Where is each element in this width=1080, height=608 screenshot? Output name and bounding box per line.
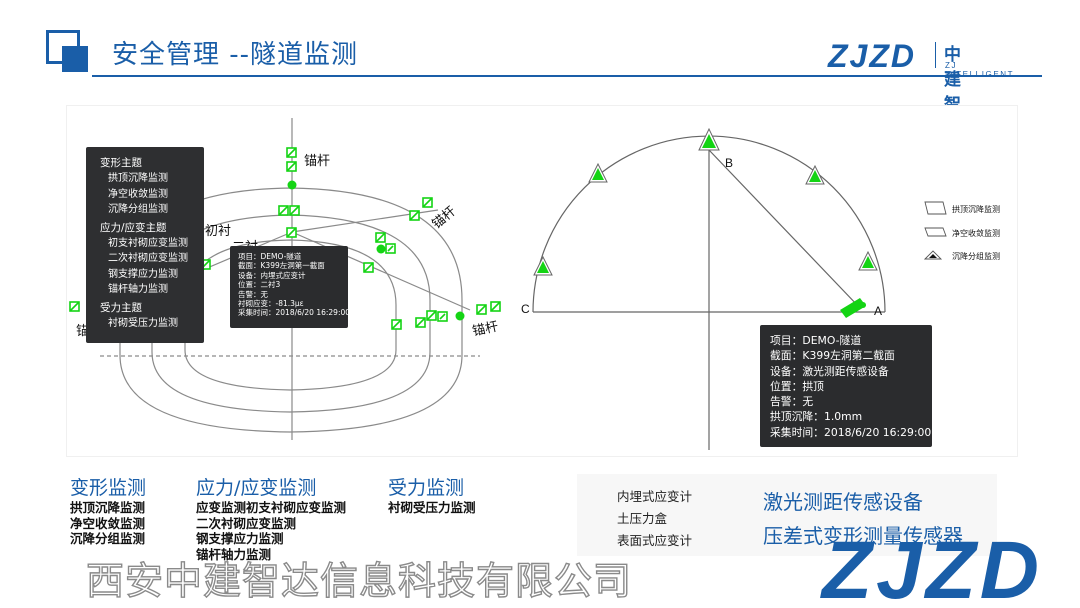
- menu-item-bolt-axial-force[interactable]: 锚杆轴力监测: [108, 284, 168, 295]
- category-item: 净空收敛监测: [70, 515, 146, 531]
- point-a-label: A: [874, 304, 883, 318]
- tooltip-section: 截面：K399左洞第一截面: [238, 261, 325, 271]
- category-title: 受力监测: [388, 477, 465, 499]
- category-item: 沉降分组监测: [70, 531, 146, 546]
- bolt-label-left: 锚: [76, 324, 90, 339]
- brand-latin: ZJZD: [828, 38, 916, 74]
- embedded-strain-gauge-markers: [69, 147, 501, 330]
- tooltip-value: 拱顶沉降：1.0mm: [770, 410, 863, 424]
- header-divider: [92, 75, 1042, 77]
- legend-earth-pressure-cell: 土压力盒: [617, 511, 668, 526]
- menu-item-secondary-lining-strain[interactable]: 二次衬砌应变监测: [108, 253, 188, 264]
- category-deformation: 变形监测 拱顶沉降监测 净空收敛监测 沉降分组监测: [70, 476, 146, 547]
- tooltip-time: 采集时间：2018/6/20 16:29:00: [770, 425, 932, 439]
- menu-item-steel-support-stress[interactable]: 钢支撑应力监测: [108, 268, 178, 280]
- earth-pressure-cell-markers: [287, 180, 465, 321]
- brand-en: ZJ INTELLIGENT: [945, 61, 1013, 79]
- point-c-label: C: [521, 302, 530, 316]
- legend-surface-strain-gauge: 表面式应变计: [617, 533, 693, 548]
- tooltip-position: 位置：二衬3: [238, 280, 281, 290]
- footer-brand-logo: ZJZD: [822, 525, 1043, 608]
- menu-group-stress-strain: 应力/应变主题: [100, 221, 167, 234]
- section-logo-icon: [46, 30, 90, 74]
- sensor-legend: 内埋式应变计 土压力盒 表面式应变计 激光测距传感设备 压差式变形测量传感器: [577, 474, 997, 556]
- tooltip-project: 项目：DEMO-隧道: [770, 334, 862, 347]
- tooltip-alarm: 告警：无: [238, 289, 268, 299]
- menu-item-group-settlement[interactable]: 沉降分组监测: [108, 204, 168, 215]
- category-item: 拱顶沉降监测: [70, 500, 146, 515]
- category-item: 钢支撑应力监测: [196, 531, 284, 546]
- company-name: 西安中建智达信息科技有限公司: [85, 558, 633, 603]
- legend-pressure-diff-sensor: 压差式变形测量传感器: [763, 524, 963, 548]
- category-title: 应力/应变监测: [196, 477, 317, 499]
- menu-item-primary-lining-strain[interactable]: 初支衬砌应变监测: [108, 237, 188, 249]
- monitoring-theme-menu: 变形主题 拱顶沉降监测 净空收敛监测 沉降分组监测 应力/应变主题 初支衬砌应变…: [86, 147, 204, 343]
- tooltip-device: 设备：激光测距传感设备: [770, 364, 889, 378]
- tooltip-device: 设备：内埋式应变计: [238, 270, 306, 280]
- sensor-tooltip-right: 项目：DEMO-隧道 截面：K399左洞第二截面 设备：激光测距传感设备 位置：…: [760, 325, 932, 447]
- bolt-label-top: 锚杆: [304, 154, 331, 169]
- tooltip-alarm: 告警：无: [770, 395, 814, 409]
- primary-lining-label: 初衬: [205, 224, 232, 239]
- category-item: 二次衬砌应变监测: [196, 515, 297, 531]
- tooltip-project: 项目：DEMO-隧道: [238, 252, 302, 261]
- right-legend-icons: [923, 201, 947, 260]
- right-legend-convergence: 净空收敛监测: [952, 229, 1000, 238]
- laser-ranging-device-marker: [840, 298, 866, 318]
- menu-item-vault-settlement[interactable]: 拱顶沉降监测: [108, 173, 168, 184]
- tooltip-section: 截面：K399左洞第二截面: [770, 349, 895, 363]
- menu-item-convergence[interactable]: 净空收敛监测: [108, 188, 168, 200]
- sensor-tooltip-left: 项目：DEMO-隧道 截面：K399左洞第一截面 设备：内埋式应变计 位置：二衬…: [230, 246, 351, 328]
- surface-strain-gauge-markers: [385, 243, 448, 322]
- menu-item-lining-pressure[interactable]: 衬砌受压力监测: [108, 317, 178, 329]
- right-legend-vault: 拱顶沉降监测: [952, 205, 1000, 214]
- brand-divider: [935, 42, 936, 68]
- menu-group-force: 受力主题: [100, 301, 142, 314]
- category-item: 锚杆轴力监测: [196, 546, 272, 562]
- point-b-label: B: [725, 156, 734, 170]
- menu-group-deformation: 变形主题: [100, 157, 142, 169]
- category-force: 受力监测 衬砌受压力监测: [388, 476, 476, 516]
- pressure-diff-sensor-markers: [533, 127, 878, 276]
- tooltip-value: 衬砌应变：-81.3με: [238, 299, 304, 309]
- legend-embedded-strain-gauge: 内埋式应变计: [617, 489, 693, 504]
- page-title: 安全管理 --隧道监测: [112, 40, 359, 70]
- category-item: 应变监测初支衬砌应变监测: [196, 500, 347, 515]
- tooltip-position: 位置：拱顶: [770, 379, 824, 393]
- category-item: 衬砌受压力监测: [388, 500, 476, 515]
- category-title: 变形监测: [70, 477, 147, 499]
- right-legend-group-settlement: 沉降分组监测: [952, 252, 1000, 261]
- tooltip-time: 采集时间：2018/6/20 16:29:00: [238, 308, 351, 318]
- category-stress-strain: 应力/应变监测 应变监测初支衬砌应变监测 二次衬砌应变监测 钢支撑应力监测 锚杆…: [196, 476, 346, 562]
- header: 安全管理 --隧道监测 ZJZD 中建智达 ZJ INTELLIGENT: [0, 0, 1080, 140]
- legend-laser-ranging-device: 激光测距传感设备: [763, 490, 923, 514]
